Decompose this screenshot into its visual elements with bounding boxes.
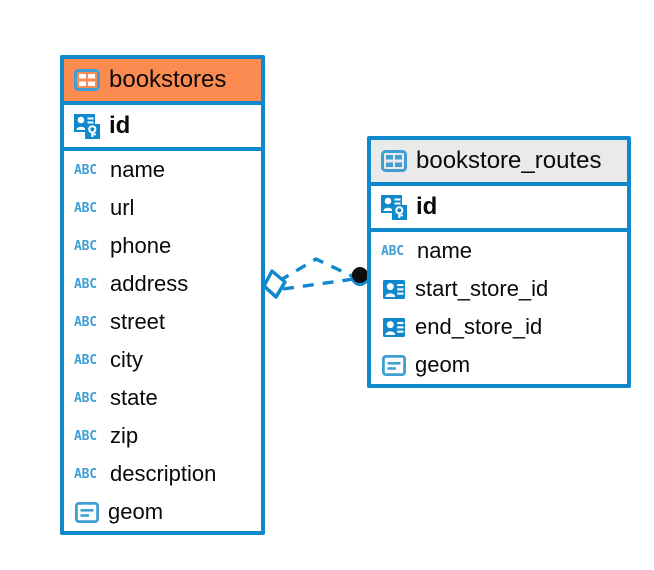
field-row[interactable]: geom (64, 493, 261, 531)
diamond-marker (262, 269, 287, 299)
field-row[interactable]: ABC name (64, 151, 261, 189)
relationship-line-arc (278, 257, 355, 283)
field-label: phone (110, 233, 172, 258)
field-row[interactable]: geom (371, 346, 627, 384)
field-label: description (110, 461, 217, 486)
text-field-icon: ABC (74, 238, 97, 254)
text-field-icon: ABC (74, 276, 97, 292)
entity-fields-bookstore-routes: ABC name start_store_id (371, 232, 627, 384)
text-field-icon: ABC (74, 390, 97, 406)
table-icon (74, 67, 100, 93)
entity-header-bookstores[interactable]: bookstores (64, 59, 261, 105)
table-icon (381, 148, 407, 174)
entity-title: bookstore_routes (416, 147, 602, 174)
field-label: zip (110, 423, 139, 448)
diamond-marker-tail (262, 281, 287, 299)
field-label: geom (415, 352, 471, 377)
text-field-icon: ABC (74, 428, 97, 444)
relationship-line-straight (282, 277, 355, 291)
field-label: id (416, 193, 438, 220)
field-row[interactable]: ABC name (371, 232, 627, 270)
field-label: city (110, 347, 143, 372)
circle-marker (352, 267, 368, 283)
foreign-key-icon (381, 314, 407, 340)
field-label: address (110, 271, 189, 296)
field-row[interactable]: ABC url (64, 189, 261, 227)
entity-bookstore-routes[interactable]: bookstore_routes id (367, 136, 631, 388)
field-row[interactable]: ABC description (64, 455, 261, 493)
text-field-icon: ABC (74, 200, 97, 216)
field-row[interactable]: ABC state (64, 379, 261, 417)
field-row[interactable]: end_store_id (371, 308, 627, 346)
text-field-icon: ABC (74, 314, 97, 330)
primary-key-icon (74, 113, 100, 139)
entity-fields-bookstores: ABC name ABC url ABC phone ABC address A… (64, 151, 261, 531)
field-label: url (110, 195, 135, 220)
field-label: street (110, 309, 166, 334)
geometry-field-icon (74, 499, 100, 525)
text-field-icon: ABC (74, 466, 97, 482)
field-label: start_store_id (415, 276, 549, 301)
primary-key-icon (381, 194, 407, 220)
entity-header-bookstore-routes[interactable]: bookstore_routes (371, 140, 627, 186)
entity-primary-key-row[interactable]: id (64, 105, 261, 151)
geometry-field-icon (381, 352, 407, 378)
foreign-key-icon (381, 276, 407, 302)
field-label: geom (108, 499, 164, 524)
entity-primary-key-row[interactable]: id (371, 186, 627, 232)
field-row[interactable]: ABC zip (64, 417, 261, 455)
field-row[interactable]: ABC street (64, 303, 261, 341)
field-row[interactable]: ABC city (64, 341, 261, 379)
field-row[interactable]: start_store_id (371, 270, 627, 308)
field-row[interactable]: ABC address (64, 265, 261, 303)
field-label: id (109, 112, 131, 139)
text-field-icon: ABC (381, 243, 404, 259)
field-label: state (110, 385, 158, 410)
field-label: name (110, 157, 166, 182)
text-field-icon: ABC (74, 352, 97, 368)
entity-bookstores[interactable]: bookstores id A (60, 55, 265, 535)
field-label: name (417, 238, 473, 263)
entity-title: bookstores (109, 66, 227, 93)
text-field-icon: ABC (74, 162, 97, 178)
field-row[interactable]: ABC phone (64, 227, 261, 265)
field-label: end_store_id (415, 314, 543, 339)
